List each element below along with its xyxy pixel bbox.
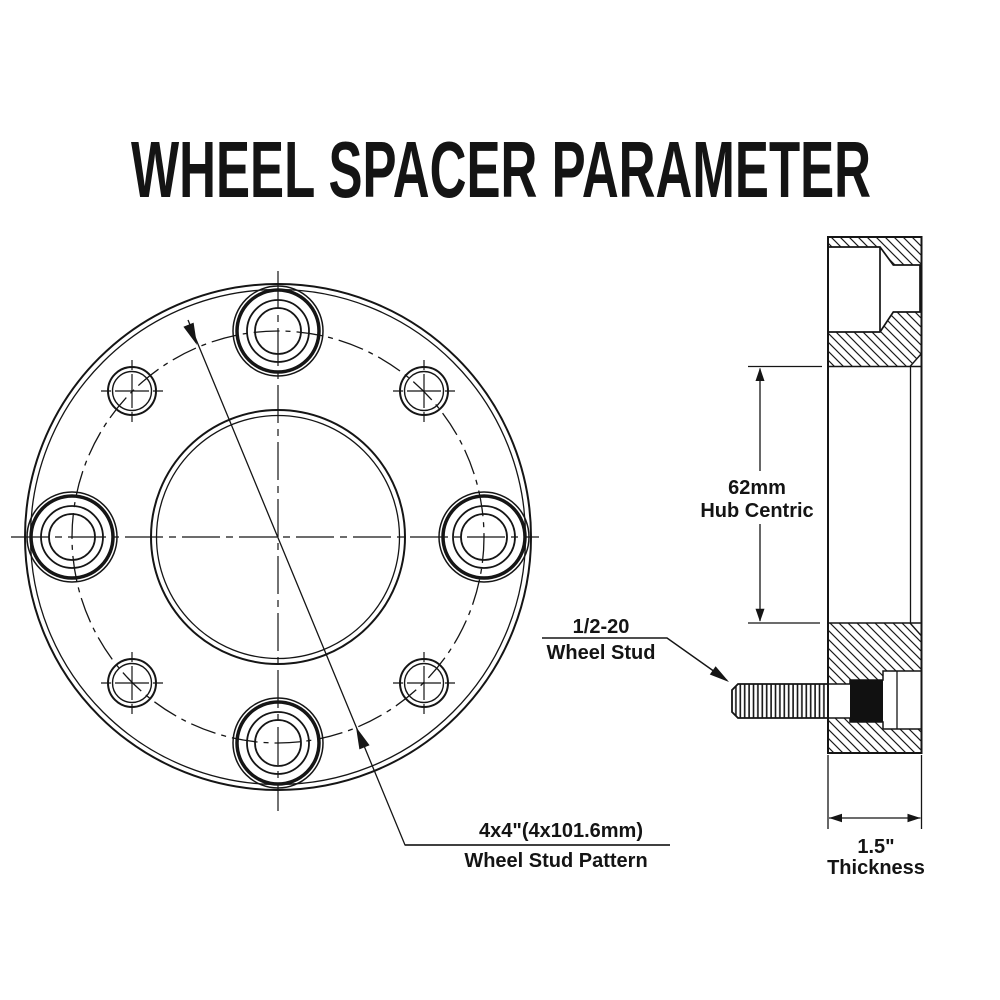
lug-hole-mid-circle <box>246 299 310 363</box>
lug-hole-bore-circle <box>254 307 302 355</box>
lug-hole-right <box>438 491 530 583</box>
hub-label-line1: 62mm <box>728 477 786 499</box>
thickness-label-line1: 1.5" <box>857 836 894 858</box>
lug-hole-left <box>26 491 118 583</box>
lug-hole-outer-circle <box>438 491 530 583</box>
stud-leader-arrowhead <box>709 666 729 682</box>
lug-hole-bore-circle <box>48 513 96 561</box>
thickness-label-line2: Thickness <box>827 857 925 879</box>
lug-hole-outer-circle <box>26 491 118 583</box>
lug-hole-ring-circle <box>29 494 115 580</box>
bottom-lip-chamfer-edge <box>909 622 923 637</box>
lug-hole-mid-circle <box>452 505 516 569</box>
side-body-outline <box>827 236 923 754</box>
pilot-hole-inner-circle <box>111 370 153 412</box>
pattern-label-line1: 4x4"(4x101.6mm) <box>479 820 643 842</box>
pilot-hole-inner-circle <box>111 662 153 704</box>
lug-hole-ring-circle <box>441 494 527 580</box>
top-lip-chamfer-edge <box>909 353 923 367</box>
bolt-pattern-leader-line <box>187 319 670 846</box>
wheel-stud-thread <box>731 683 829 719</box>
pilot-hole-inner-circle <box>403 662 445 704</box>
dimensions <box>405 365 923 846</box>
lug-hole-bore-circle <box>254 719 302 767</box>
hub-dim-arrow-up <box>755 367 765 381</box>
stud-label-line2: Wheel Stud <box>547 642 656 664</box>
lug-hole-outer-circle <box>232 697 324 789</box>
page-title: WHEEL SPACER PARAMETER <box>131 125 871 214</box>
lug-hole-mid-circle <box>246 711 310 775</box>
hub-dim-arrow-down <box>755 608 765 622</box>
pilot-hole-top-left <box>101 360 163 422</box>
stud-label-line1: 1/2-20 <box>573 616 630 638</box>
pattern-label-line2: Wheel Stud Pattern <box>464 850 647 872</box>
labels: 62mm Hub Centric 1/2-20 Wheel Stud 1.5" … <box>464 477 925 879</box>
lug-hole-ring-circle <box>235 288 321 374</box>
pilot-hole-bottom-left <box>101 652 163 714</box>
leader-arrowhead-bottom <box>356 727 370 750</box>
front-view <box>11 271 670 846</box>
pilot-hole-inner-circle <box>403 370 445 412</box>
thickness-arrow-left <box>829 813 842 823</box>
lug-hole-ring-circle <box>235 700 321 786</box>
side-view <box>731 236 923 754</box>
top-counterbore-outline <box>828 246 921 333</box>
bottom-section-hatch <box>828 623 922 753</box>
lug-hole-bore-circle <box>460 513 508 561</box>
lug-hole-bottom <box>232 697 324 789</box>
stud-leader-line <box>542 637 728 682</box>
lug-hole-top <box>232 285 324 377</box>
leader-arrowhead-top <box>183 322 197 345</box>
stud-head <box>850 680 883 722</box>
lug-hole-mid-circle <box>40 505 104 569</box>
pilot-hole-bottom-right <box>393 652 455 714</box>
pilot-hole-top-right <box>393 360 455 422</box>
top-section-hatch <box>828 237 922 367</box>
lug-hole-outer-circle <box>232 285 324 377</box>
hub-label-line2: Hub Centric <box>700 500 813 522</box>
thickness-arrow-right <box>907 813 921 823</box>
